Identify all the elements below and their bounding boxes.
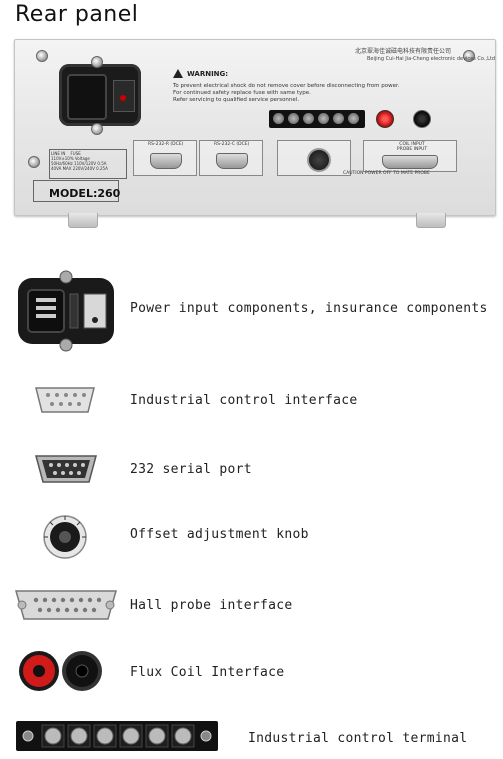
power-fuse-module-icon xyxy=(16,270,116,356)
screw-icon xyxy=(28,156,40,168)
power-socket-icon xyxy=(67,74,107,120)
page-title: Rear panel xyxy=(15,2,139,27)
legend-label-power: Power input components, insurance compon… xyxy=(130,301,488,316)
flux-coil-red-jack xyxy=(376,110,394,128)
warning-title: WARNING: xyxy=(187,70,229,78)
company-name-en: Beijing Cui-Hai Jia-Cheng electronic dev… xyxy=(367,56,495,62)
terminal-block xyxy=(269,110,365,128)
db9-serial-port-icon xyxy=(216,153,248,169)
db15-connector-icon xyxy=(14,587,118,627)
legend-label-industrial-interface: Industrial control interface xyxy=(130,393,358,408)
screw-icon xyxy=(36,50,48,62)
power-input-module xyxy=(59,64,141,126)
warning-icon xyxy=(173,69,183,78)
legend-label-hall-probe: Hall probe interface xyxy=(130,598,293,613)
device-foot xyxy=(416,213,446,228)
model-label: MODEL:260 xyxy=(49,187,121,200)
caution-text: CAUTION POWER OFF TO MATE PROBE xyxy=(343,171,430,176)
company-name-cn: 北京翠海佳诚磁电科技有限责任公司 xyxy=(355,48,452,55)
rs232-r-port-box: RS-232-R (DCE) xyxy=(133,140,197,176)
model-plate xyxy=(33,180,119,202)
legend-label-serial-port: 232 serial port xyxy=(130,462,252,477)
db9-serial-port-icon xyxy=(34,452,98,490)
coil-probe-port-box: COIL INPUT PROBE INPUT xyxy=(363,140,457,172)
screw-icon xyxy=(463,50,475,62)
legend-label-offset-knob: Offset adjustment knob xyxy=(130,527,309,542)
power-switch xyxy=(113,80,135,112)
rs232-c-port-box: RS-232-C (DCE) xyxy=(199,140,263,176)
screw-icon xyxy=(91,123,103,135)
device-foot xyxy=(68,213,98,228)
banana-jacks-icon xyxy=(18,648,104,698)
warning-text: To prevent electrical shock do not remov… xyxy=(173,83,400,103)
screw-icon xyxy=(91,56,103,68)
legend-label-terminal: Industrial control terminal xyxy=(248,731,468,746)
device-rear-panel: 北京翠海佳诚磁电科技有限责任公司 Beijing Cui-Hai Jia-Che… xyxy=(14,39,496,216)
offset-knob-icon xyxy=(42,510,88,564)
legend-label-flux-coil: Flux Coil Interface xyxy=(130,665,285,680)
fuse-table: LINE IN FUSE 110V±10% Voltage 50Hz/60Hz … xyxy=(49,149,127,179)
db9-connector-icon xyxy=(150,153,182,169)
terminal-block-icon xyxy=(16,717,218,759)
db15-connector-icon xyxy=(382,155,438,169)
flux-coil-black-jack xyxy=(413,110,431,128)
db9-connector-icon xyxy=(34,385,96,419)
offset-knob-icon xyxy=(307,148,331,172)
